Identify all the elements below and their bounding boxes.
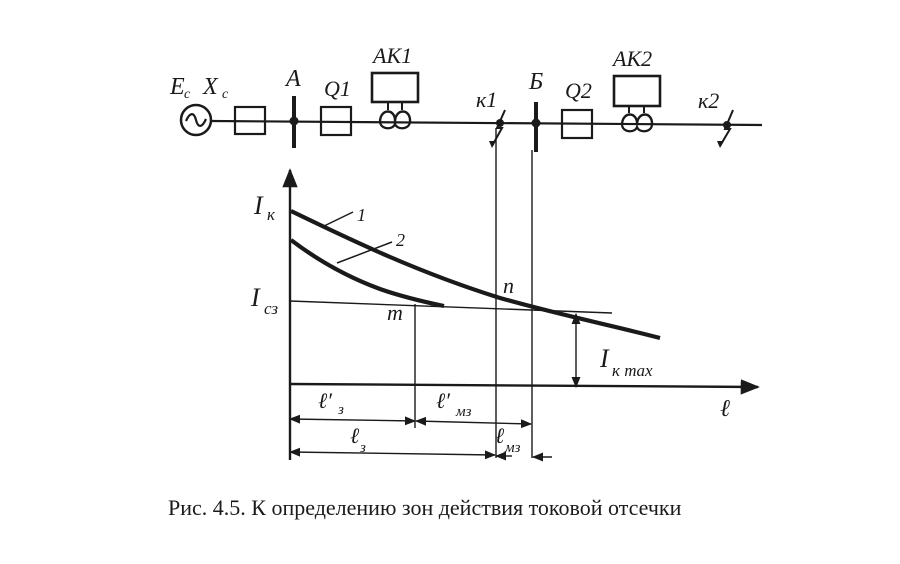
dead-zone-label: ℓ	[495, 423, 505, 448]
reactance-label-sub: c	[222, 87, 229, 102]
zone-label: ℓ	[350, 423, 360, 448]
relay-ak2	[612, 74, 662, 133]
setting-current-line	[289, 300, 613, 314]
network-line	[210, 119, 763, 127]
bus-b	[531, 102, 541, 152]
point-n-label: n	[503, 273, 514, 298]
zone-prime-label: ℓ′	[318, 388, 333, 413]
dead-zone-prime-sub: мз	[455, 404, 472, 420]
bus-a-label: A	[284, 66, 301, 92]
ikmax-label: I	[599, 344, 610, 373]
curve-1	[290, 209, 661, 341]
fault-k1-label: к1	[476, 87, 497, 112]
source-label: E	[169, 74, 185, 100]
relay-ak1	[370, 71, 420, 130]
zone-prime-sub: з	[337, 402, 344, 418]
relay-ak1-label: AK1	[371, 43, 412, 68]
x-axis-label: ℓ	[720, 396, 730, 422]
y-axis-label: I	[253, 191, 264, 220]
reactance-label: X	[202, 74, 219, 100]
breaker-q1-label: Q1	[324, 76, 351, 101]
curve-2	[289, 238, 445, 309]
breaker-q2	[560, 108, 594, 140]
dead-zone-sub: мз	[504, 440, 521, 456]
point-m-label: m	[387, 300, 403, 325]
zone-prime-dimension	[288, 414, 417, 426]
curve-1-leader	[321, 211, 354, 228]
curve-2-leader	[336, 241, 393, 264]
curve-2-label: 2	[396, 230, 405, 250]
breaker-q2-label: Q2	[565, 78, 592, 103]
y-axis-label-sub: к	[267, 205, 276, 224]
fault-k1-marker	[489, 109, 506, 148]
fault-k2-marker	[717, 109, 734, 148]
setting-label: I	[250, 283, 261, 312]
zone-sub: з	[359, 440, 366, 456]
curve-1-label: 1	[357, 205, 366, 225]
dead-zone-prime-dimension	[414, 416, 533, 429]
ikmax-label-sub: к max	[612, 361, 653, 380]
breaker-q1	[319, 105, 353, 137]
relay-ak2-label: AK2	[611, 46, 652, 71]
bus-b-label: Б	[528, 69, 543, 95]
setting-label-sub: сз	[264, 299, 278, 318]
dead-zone-prime-label: ℓ′	[436, 388, 451, 413]
zone-dimension	[288, 447, 497, 460]
bus-a	[289, 96, 299, 148]
figure-caption: Рис. 4.5. К определению зон действия ток…	[168, 495, 682, 520]
x-axis	[289, 379, 760, 395]
fault-k2-label: к2	[698, 88, 719, 113]
source-label-sub: c	[184, 87, 191, 102]
system-reactance-block	[233, 105, 267, 136]
generator-symbol	[179, 103, 213, 137]
